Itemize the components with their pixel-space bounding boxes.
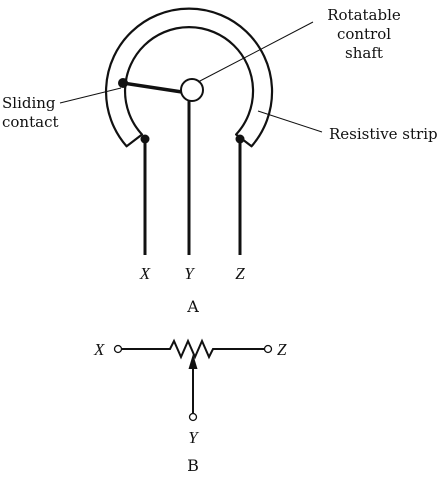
schematic-terminal-x xyxy=(113,344,123,354)
sliding-label-line1: Sliding xyxy=(2,94,56,112)
schematic-terminal-z xyxy=(263,344,273,354)
shaft-label-line1: Rotatable xyxy=(327,6,401,24)
resistor-symbol xyxy=(121,338,265,360)
shaft-leader xyxy=(197,21,314,83)
terminal-y-label: Y xyxy=(184,264,195,283)
schematic-terminal-y xyxy=(188,412,198,422)
shaft-label-line2: control xyxy=(337,25,391,43)
sliding-leader xyxy=(59,87,122,104)
sliding-contact-dot xyxy=(118,78,128,88)
terminal-z-label: Z xyxy=(235,264,245,283)
schematic-z-label: Z xyxy=(277,340,287,359)
figure-a-caption: A xyxy=(186,297,199,316)
schematic-x-label: X xyxy=(93,340,105,359)
figure-b-caption: B xyxy=(187,456,199,475)
shaft-label-line3: shaft xyxy=(345,44,383,62)
resistive-strip xyxy=(104,7,274,148)
figure-b: X Z Y B xyxy=(93,338,287,475)
schematic-y-label: Y xyxy=(188,428,199,447)
wiper-arm xyxy=(121,81,184,94)
terminal-x-dot xyxy=(140,134,150,144)
resistive-leader xyxy=(257,110,323,133)
terminal-x-label: X xyxy=(139,264,151,283)
terminal-z-dot xyxy=(235,134,245,144)
figure-a: Rotatable control shaft Sliding contact … xyxy=(2,6,438,316)
sliding-label-line2: contact xyxy=(2,113,59,131)
resistive-strip-label: Resistive strip xyxy=(329,125,438,143)
wiper-arrow-icon xyxy=(188,354,198,369)
control-shaft xyxy=(180,78,204,102)
